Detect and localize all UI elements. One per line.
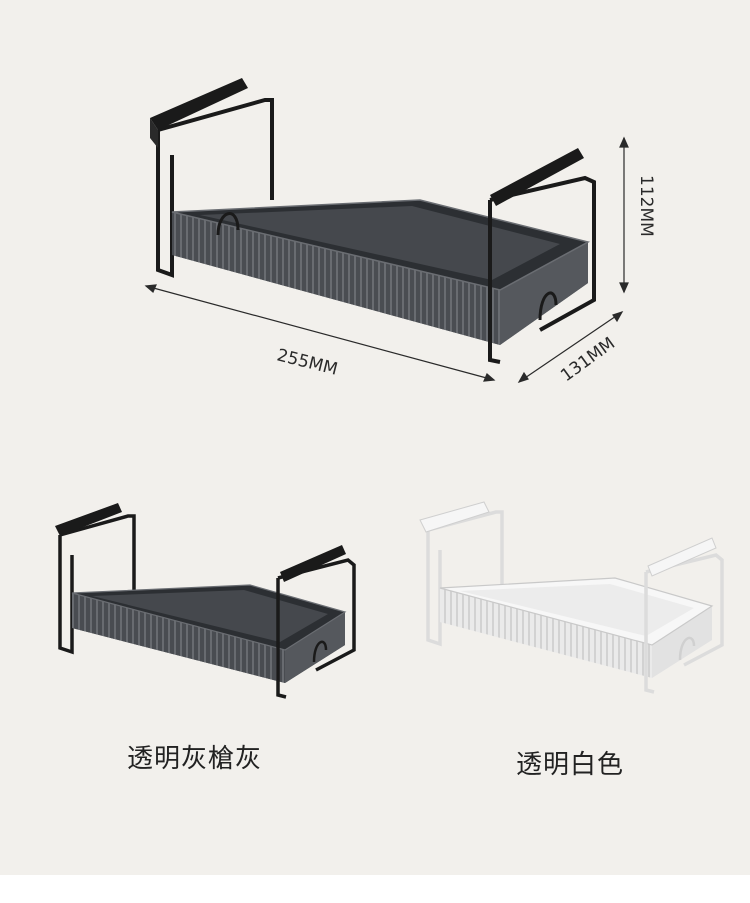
large-rack-dark — [150, 78, 596, 364]
bottom-strip — [0, 875, 750, 903]
small-rack-white — [419, 501, 724, 694]
product-stage: 255MM 131MM 112MM 透明灰槍灰 透明白色 — [55, 78, 724, 780]
small-rack-dark — [55, 503, 356, 699]
dim-depth-label: 131MM — [557, 334, 619, 387]
dimension-lines — [144, 136, 629, 384]
product-illustration: 255MM 131MM 112MM — [55, 78, 724, 699]
dim-length-label: 255MM — [275, 345, 340, 379]
dim-height-label: 112MM — [636, 175, 656, 237]
variant-label-white: 透明白色 — [516, 750, 625, 780]
variant-label-grey: 透明灰槍灰 — [127, 744, 263, 774]
